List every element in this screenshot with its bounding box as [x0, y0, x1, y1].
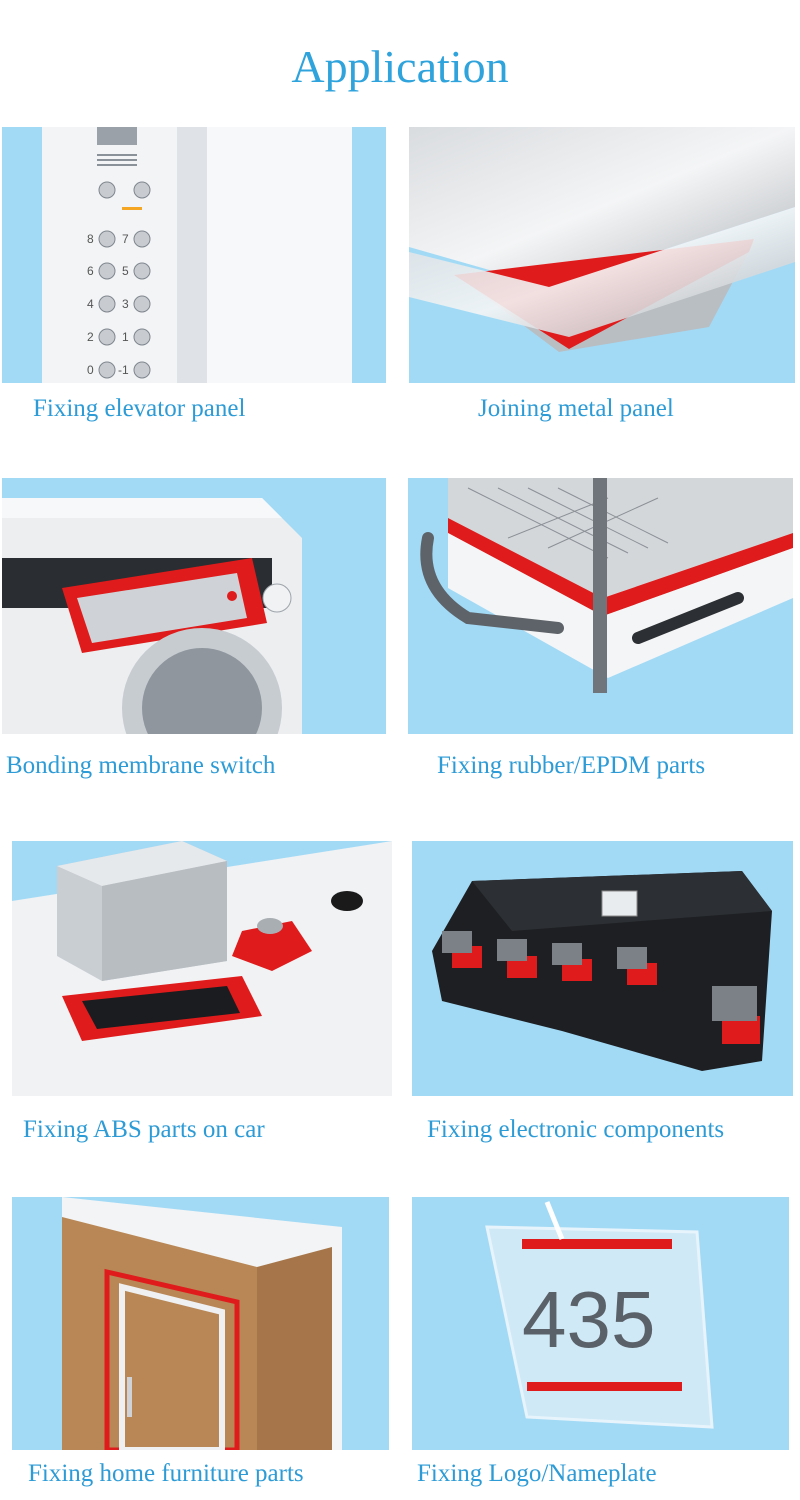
keypad-label: 1 [122, 330, 129, 344]
keypad-label: 0 [87, 363, 94, 377]
keypad-label: 6 [87, 264, 94, 278]
keypad-label: 8 [87, 232, 94, 246]
keypad-label: 4 [87, 297, 94, 311]
caption-home-furniture: Fixing home furniture parts [28, 1460, 304, 1487]
keypad-label: 5 [122, 264, 129, 278]
keypad-label: -1 [118, 363, 129, 377]
rubber-parts-image [408, 478, 793, 734]
nameplate-image: 435 [412, 1197, 789, 1450]
caption-rubber-parts: Fixing rubber/EPDM parts [437, 752, 706, 779]
caption-elevator-panel: Fixing elevator panel [33, 395, 246, 422]
abs-parts-image [12, 841, 392, 1096]
caption-electronic-components: Fixing electronic components [427, 1116, 725, 1143]
caption-nameplate: Fixing Logo/Nameplate [417, 1460, 657, 1487]
electronic-components-image [412, 841, 793, 1096]
caption-membrane-switch: Bonding membrane switch [6, 752, 276, 779]
keypad-label: 2 [87, 330, 94, 344]
home-furniture-image [12, 1197, 389, 1450]
elevator-panel-image: 8 7 6 5 4 3 2 1 0 -1 [2, 127, 386, 383]
keypad-label: 3 [122, 297, 129, 311]
nameplate-number: 435 [522, 1275, 655, 1364]
caption-abs-parts: Fixing ABS parts on car [23, 1116, 265, 1143]
membrane-switch-image [2, 478, 386, 734]
metal-panel-image [409, 127, 795, 383]
caption-metal-panel: Joining metal panel [478, 395, 674, 422]
keypad-label: 7 [122, 232, 129, 246]
page-title: Application [291, 41, 509, 92]
